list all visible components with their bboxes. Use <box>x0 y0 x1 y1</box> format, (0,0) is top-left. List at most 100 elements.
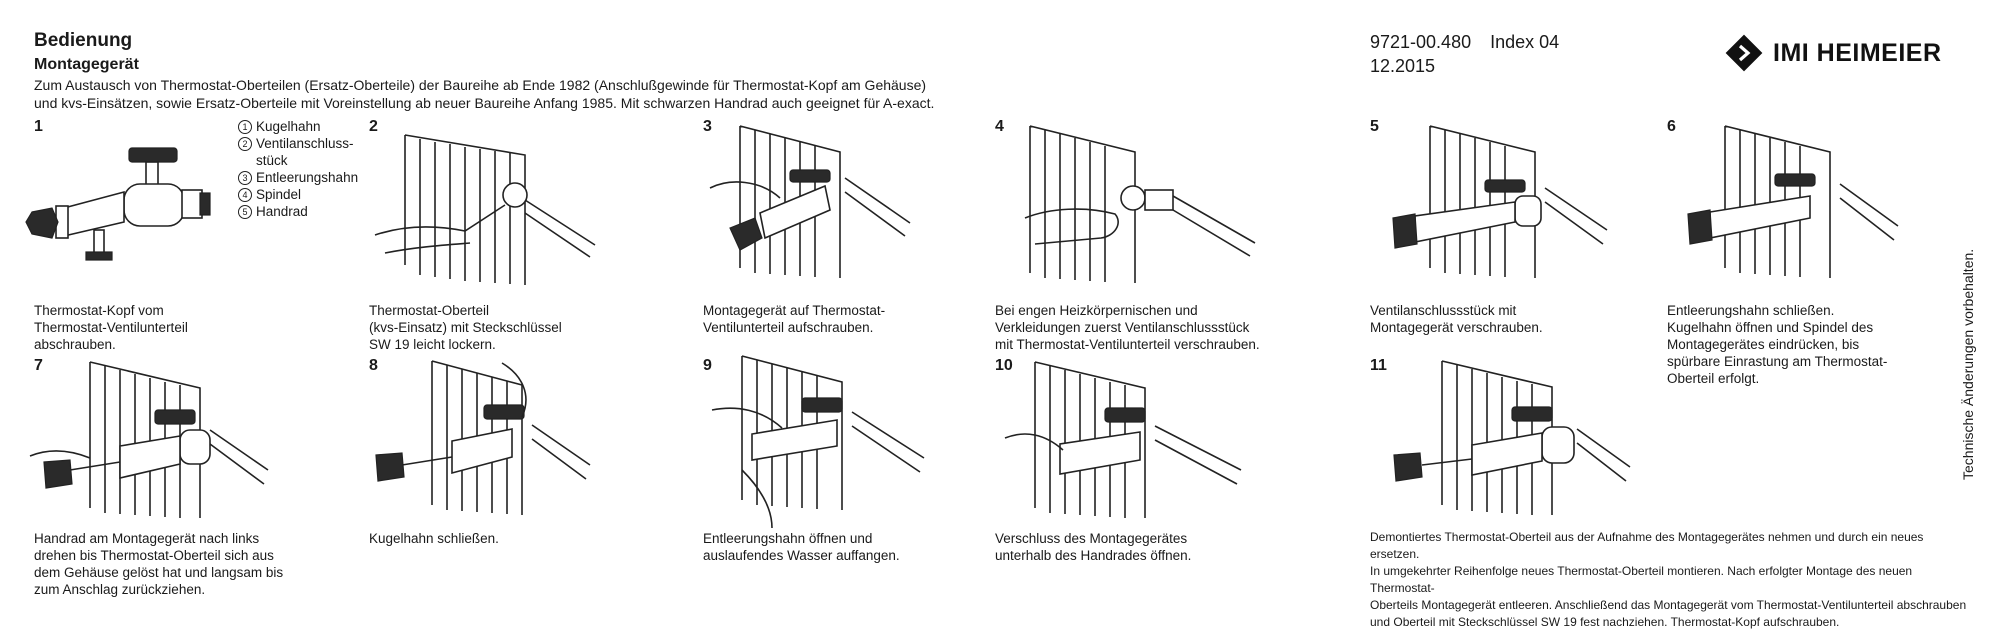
step-number: 10 <box>995 357 1013 374</box>
caption-line: Bei engen Heizkörpernischen und <box>995 303 1198 318</box>
caption-line: auslaufendes Wasser auffangen. <box>703 548 900 563</box>
caption-line: Verkleidungen zuerst Ventilanschlussstüc… <box>995 320 1250 335</box>
step-caption: Thermostat-Kopf vom Thermostat-Ventilunt… <box>34 302 188 353</box>
hand-outline <box>711 407 783 529</box>
caption-line: Oberteil erfolgt. <box>1667 371 1760 386</box>
spindle <box>1421 458 1473 466</box>
valve-connector <box>1144 189 1174 211</box>
caption-line: Thermostat-Oberteil <box>369 303 490 318</box>
doc-index: Index 04 <box>1490 32 1560 52</box>
step-illustration <box>1687 125 1899 278</box>
handwheel <box>375 452 405 482</box>
device-stem <box>145 161 159 187</box>
device-handle <box>128 147 178 163</box>
pipe <box>524 199 596 258</box>
device-handle <box>789 169 831 183</box>
legend-number: 1 <box>238 120 252 134</box>
handwheel <box>1393 452 1423 482</box>
caption-line: Montagegerätes eindrücken, bis <box>1667 337 1860 352</box>
caption-line: dem Gehäuse gelöst hat und langsam bis <box>34 565 284 580</box>
caption-line: spürbare Einrastung am Thermostat- <box>1667 354 1888 369</box>
step-caption: Handrad am Montagegerät nach links drehe… <box>34 530 283 598</box>
handwheel <box>729 217 763 251</box>
pipe <box>1172 195 1256 257</box>
step-illustration <box>1392 125 1608 278</box>
step-illustration <box>375 360 591 515</box>
side-note: Technische Änderungen vorbehalten. <box>1960 248 1976 480</box>
step-number: 5 <box>1370 118 1379 135</box>
legend-number: 5 <box>238 205 252 219</box>
caption-line: Entleerungshahn öffnen und <box>703 531 873 546</box>
device-body <box>751 419 838 461</box>
handwheel <box>43 459 73 489</box>
legend-label: Entleerungshahn <box>256 170 359 185</box>
caption-line: und Oberteil mit Steckschlüssel SW 19 fe… <box>1370 615 1840 629</box>
handwheel <box>1687 209 1713 245</box>
ball-valve <box>123 183 185 227</box>
caption-line: Kugelhahn schließen. <box>369 531 499 546</box>
hand-outline <box>29 450 91 459</box>
caption-line: mit Thermostat-Ventilunterteil verschrau… <box>995 337 1260 352</box>
device-handle <box>1774 173 1816 187</box>
valve <box>1120 185 1146 211</box>
device-body <box>1471 432 1543 476</box>
page-title: Bedienung <box>34 30 133 51</box>
device-handle <box>1104 407 1146 423</box>
legend-label: Spindel <box>256 187 302 202</box>
caption-line: Montagegerät auf Thermostat- <box>703 303 886 318</box>
hand-outline <box>501 362 527 418</box>
legend-label-cont: stück <box>256 153 288 168</box>
pipe <box>531 424 591 480</box>
intro-line: Zum Austausch von Thermostat-Oberteilen … <box>34 77 927 93</box>
step-caption: Entleerungshahn öffnen und auslaufendes … <box>703 530 900 564</box>
step-illustration <box>1024 125 1256 283</box>
legend-label: Handrad <box>256 204 308 219</box>
device-handle <box>1484 179 1526 193</box>
caption-line: Demontiertes Thermostat-Oberteil aus der… <box>1370 530 1924 561</box>
step-number: 3 <box>703 118 712 135</box>
brand-logo: IMI HEIMEIER <box>1725 34 1942 72</box>
step-number: 8 <box>369 357 378 374</box>
pipe <box>851 411 925 473</box>
legend-number: 4 <box>238 188 252 202</box>
valve-connector <box>181 189 203 219</box>
device-body <box>119 435 181 480</box>
step-illustration <box>711 355 925 529</box>
ball-valve <box>179 429 211 465</box>
ball-valve <box>1541 426 1575 464</box>
valve-thread <box>199 192 211 216</box>
step-number: 1 <box>34 118 43 135</box>
brand-name: IMI HEIMEIER <box>1773 38 1942 67</box>
caption-line: Ventilanschlussstück mit <box>1370 303 1517 318</box>
legend-label: Ventilanschluss- <box>256 136 354 151</box>
device-handle <box>483 404 525 420</box>
step-illustration <box>1393 360 1631 515</box>
pipe <box>209 429 269 485</box>
diamond-logo-icon <box>1725 34 1763 72</box>
step-illustration <box>709 125 911 278</box>
pipe <box>844 177 911 237</box>
caption-line: Ventilunterteil aufschrauben. <box>703 320 874 335</box>
step-number: 11 <box>1370 357 1387 374</box>
step-caption: Kugelhahn schließen. <box>369 530 499 547</box>
document-number: 9721-00.480 Index 04 <box>1370 32 1573 53</box>
doc-number: 9721-00.480 <box>1370 32 1472 52</box>
caption-line: In umgekehrter Reihenfolge neues Thermos… <box>1370 564 1913 595</box>
hand-outline <box>1004 433 1064 451</box>
hand-outline <box>709 181 781 199</box>
step-caption: Bei engen Heizkörpernischen und Verkleid… <box>995 302 1260 353</box>
step-caption: Ventilanschlussstück mit Montagegerät ve… <box>1370 302 1543 336</box>
caption-line: Thermostat-Kopf vom <box>34 303 164 318</box>
drain-cap <box>85 251 113 261</box>
intro-line: und kvs-Einsätzen, sowie Ersatz-Oberteil… <box>34 95 935 111</box>
step-caption: Demontiertes Thermostat-Oberteil aus der… <box>1370 529 1970 631</box>
step-caption: Entleerungshahn schließen. Kugelhahn öff… <box>1667 302 1887 387</box>
caption-line: Thermostat-Ventilunterteil <box>34 320 188 335</box>
caption-line: SW 19 leicht lockern. <box>369 337 496 352</box>
device-body <box>1059 431 1141 475</box>
document-date: 12.2015 <box>1370 56 1436 76</box>
step-number: 9 <box>703 357 712 374</box>
